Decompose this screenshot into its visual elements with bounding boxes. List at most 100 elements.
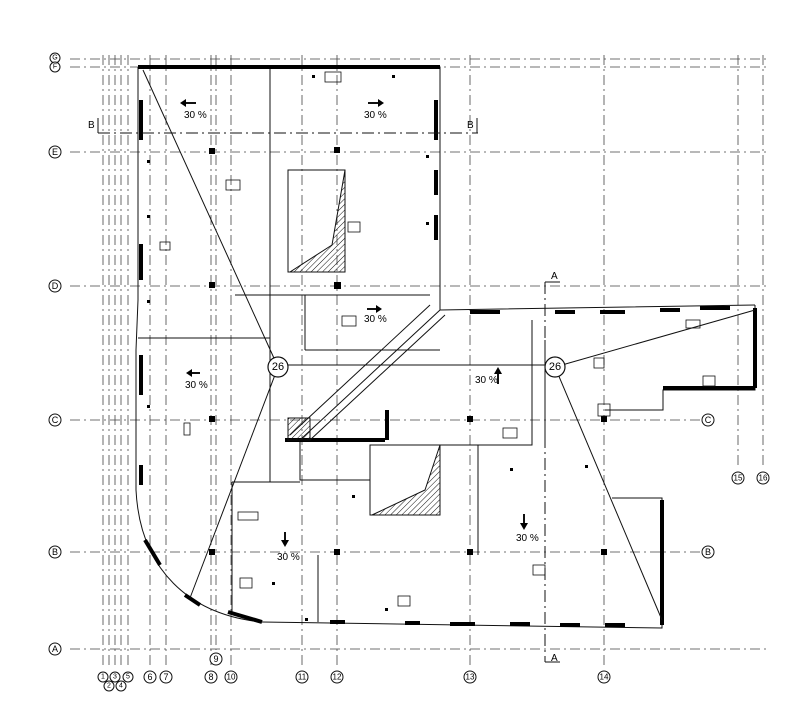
row-grid-lines	[70, 58, 770, 650]
axis-circle	[209, 652, 223, 666]
axis-label: G	[52, 55, 57, 62]
column	[467, 549, 473, 555]
axis-label: 4	[119, 683, 123, 690]
axis-bubble-d: D	[48, 279, 62, 293]
axis-bubble-15: 15	[731, 471, 745, 485]
axis-circle	[295, 670, 309, 684]
column	[334, 549, 340, 555]
axis-label: 16	[759, 474, 768, 483]
axis-circle	[122, 671, 134, 683]
section-b-left-label: B	[88, 120, 95, 131]
section-b-right-label: B	[467, 120, 474, 131]
slope-ramp: 30 %	[475, 367, 502, 386]
axis-bubble-9: 9	[209, 652, 223, 666]
outline-right-step	[605, 305, 756, 411]
axis-circle	[159, 670, 173, 684]
callout-number: 26	[549, 361, 561, 373]
axis-label: E	[52, 147, 58, 157]
outline-top	[138, 66, 756, 311]
diag-right-callout-up	[554, 309, 756, 368]
arrow-head	[376, 305, 382, 313]
diagonal-lines	[142, 69, 756, 621]
column	[601, 549, 607, 555]
wall-mark	[585, 465, 588, 468]
ramp-edge-upper	[289, 304, 431, 436]
wall-mark	[147, 300, 150, 303]
row-axis-bubbles-right: C B	[701, 413, 715, 559]
slope-lower-left: 30 %	[277, 532, 300, 563]
axis-circle	[143, 670, 157, 684]
axis-circle	[463, 670, 477, 684]
axis-circle	[597, 670, 611, 684]
section-a-top-label: A	[551, 271, 558, 282]
wall-mark	[392, 75, 395, 78]
axis-label: B	[52, 547, 58, 557]
wall-mark	[147, 215, 150, 218]
ramp-edge-lower	[299, 309, 441, 441]
axis-bubble-10: 10	[224, 670, 238, 684]
column-axis-bubbles: 1 2 3 4 5 6 7 8	[97, 471, 770, 692]
wall-mark	[426, 222, 429, 225]
wall-mark	[147, 405, 150, 408]
hatch-lower	[371, 444, 441, 516]
axis-bubble-c: C	[48, 413, 62, 427]
slope-indicators: 30 % 30 % 30 % 30 % 30 % 30 %	[180, 99, 539, 563]
slope-upper-right: 30 %	[364, 99, 387, 121]
axis-label: 10	[227, 673, 236, 682]
axis-bubble-11: 11	[295, 670, 309, 684]
wall-mark	[147, 160, 150, 163]
axis-label: 15	[734, 474, 743, 483]
axis-label: 2	[107, 683, 111, 690]
axis-bubble-6: 6	[143, 670, 157, 684]
axis-bubble-5: 5	[122, 671, 134, 683]
column	[209, 282, 215, 288]
axis-label: C	[705, 415, 712, 425]
axis-label: 6	[147, 672, 152, 682]
slope-label: 30 %	[364, 314, 387, 325]
hatch-upper	[288, 169, 346, 273]
arrow-head	[520, 523, 528, 530]
axis-bubble-b: B	[48, 545, 62, 559]
slope-lower-right: 30 %	[516, 514, 539, 544]
detail-box	[685, 319, 701, 329]
detail-box	[324, 71, 342, 83]
detail-box	[502, 427, 518, 439]
detail-box	[183, 422, 191, 436]
axis-bubble-13: 13	[463, 670, 477, 684]
axis-circle	[49, 61, 61, 73]
axis-bubble-7: 7	[159, 670, 173, 684]
axis-label: 7	[163, 672, 168, 682]
slope-label: 30 %	[516, 533, 539, 544]
detail-box	[237, 511, 259, 521]
axis-circle	[109, 671, 121, 683]
axis-circle	[48, 545, 62, 559]
column	[334, 147, 340, 153]
column	[209, 148, 215, 154]
axis-circle	[701, 413, 715, 427]
arrow-head	[378, 99, 384, 107]
diag-left-callout-to-bottom	[189, 366, 279, 599]
axis-bubble-4: 4	[115, 680, 127, 692]
wall-mark	[510, 468, 513, 471]
axis-circle	[330, 670, 344, 684]
slope-label: 30 %	[277, 552, 300, 563]
axis-label: A	[52, 644, 58, 654]
columns	[209, 147, 607, 555]
open-box-lower	[369, 444, 441, 516]
diag-top-to-left-callout	[142, 69, 279, 368]
axis-bubble-3: 3	[109, 671, 121, 683]
detail-box	[347, 221, 361, 233]
axis-label: D	[52, 281, 59, 291]
axis-bubble-12: 12	[330, 670, 344, 684]
wall-marks	[147, 75, 588, 621]
building-outline	[135, 66, 756, 629]
arrow-head	[180, 99, 186, 107]
callout-number: 26	[272, 361, 284, 373]
slope-left: 30 %	[185, 369, 208, 391]
axis-bubble-e: E	[48, 145, 62, 159]
callout-left: 26	[267, 356, 289, 378]
row-axis-bubbles: G F E D C B A	[48, 52, 62, 656]
axis-label: 12	[333, 673, 342, 682]
axis-label: C	[52, 415, 59, 425]
